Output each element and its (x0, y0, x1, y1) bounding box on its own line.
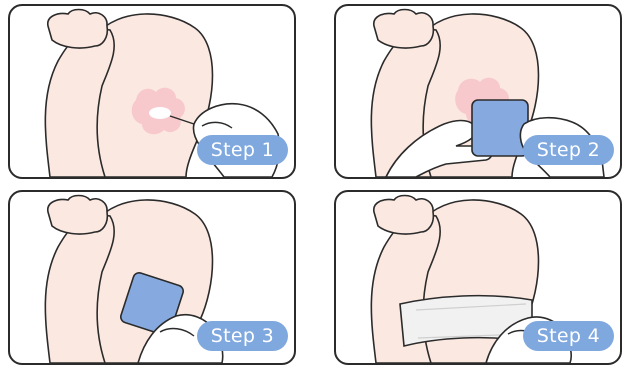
step-2-badge: Step 2 (523, 135, 614, 165)
step-3-panel: Step 3 (8, 190, 296, 365)
cleaned-spot (149, 107, 171, 119)
step-1-panel: Step 1 (8, 4, 296, 179)
step-3-badge: Step 3 (197, 321, 288, 351)
fist (48, 196, 108, 235)
fist (48, 10, 108, 49)
patch-icon (472, 100, 528, 156)
fist (374, 10, 434, 49)
step-1-badge: Step 1 (197, 135, 288, 165)
step-4-badge: Step 4 (523, 321, 614, 351)
step-4-panel: Step 4 (334, 190, 622, 365)
fist (374, 196, 434, 235)
step-2-panel: Step 2 (334, 4, 622, 179)
